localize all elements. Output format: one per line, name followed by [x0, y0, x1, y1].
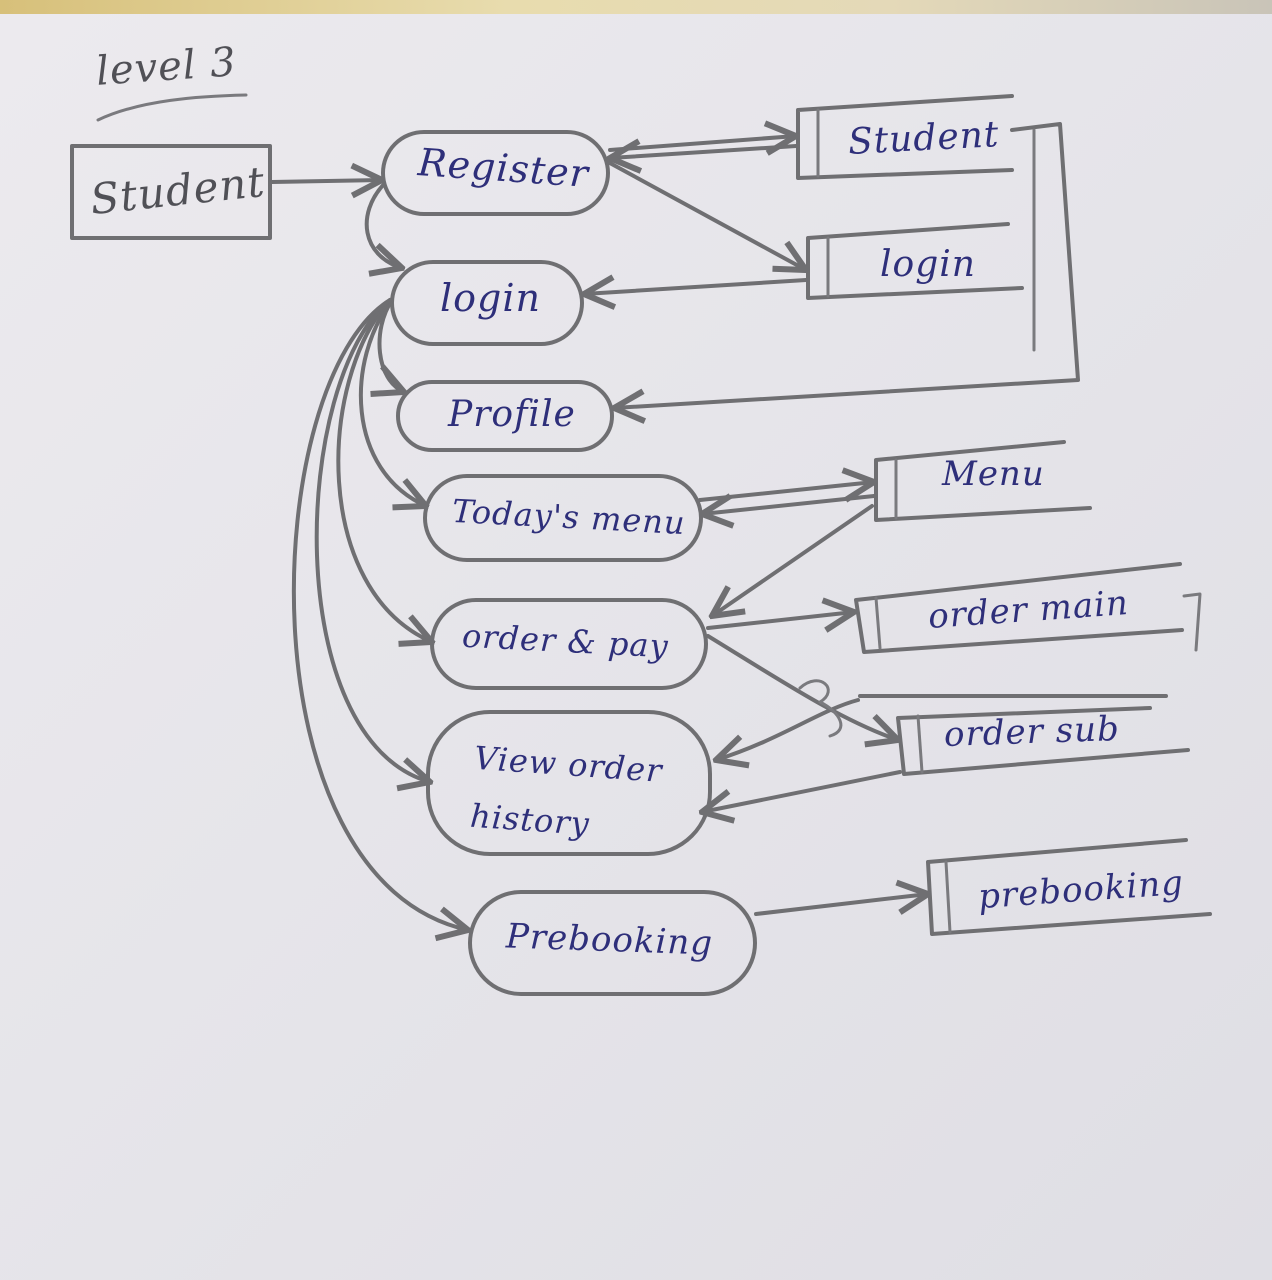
flow-order-pay-to-order-main [706, 612, 854, 628]
flow-login-to-order-pay [336, 298, 432, 642]
store-order-main-shape [854, 562, 1202, 654]
flow-register-to-login-store [606, 160, 806, 270]
flow-prebooking-to-prebooking-store [754, 894, 928, 916]
flow-order-main-to-view-history [716, 698, 860, 760]
paper-top-edge [0, 0, 1272, 14]
store-order-sub-label: order sub [943, 708, 1121, 756]
flow-login-to-prebooking [291, 298, 468, 930]
store-login-label: login [880, 244, 976, 285]
flow-order-sub-to-view-history [702, 770, 902, 812]
title-underline [96, 93, 248, 122]
process-prebooking-label: Prebooking [505, 916, 714, 964]
process-prebooking-oval [468, 890, 757, 996]
flow-login-to-view-history [314, 298, 430, 782]
flow-crossover-hop [798, 679, 843, 738]
flow-student-store-to-profile [614, 122, 1080, 408]
flow-register-to-login [364, 182, 402, 268]
flow-student-store-to-register [610, 146, 798, 158]
flow-student-to-register [270, 180, 382, 182]
entity-student-box [70, 144, 272, 240]
flow-menu-store-to-todays-menu [702, 496, 876, 514]
flow-login-store-to-login [584, 280, 808, 294]
store-student-label: Student [847, 114, 1001, 163]
process-profile-label: Profile [448, 394, 576, 435]
flow-menu-store-to-order-pay [712, 504, 874, 616]
store-menu-label: Menu [942, 454, 1045, 494]
flow-login-to-todays-menu [358, 298, 426, 506]
page-title: level 3 [94, 39, 239, 95]
flow-order-pay-to-order-sub [706, 634, 898, 740]
process-view-history-label: View order history [468, 738, 664, 843]
process-login-label: login [440, 276, 541, 320]
